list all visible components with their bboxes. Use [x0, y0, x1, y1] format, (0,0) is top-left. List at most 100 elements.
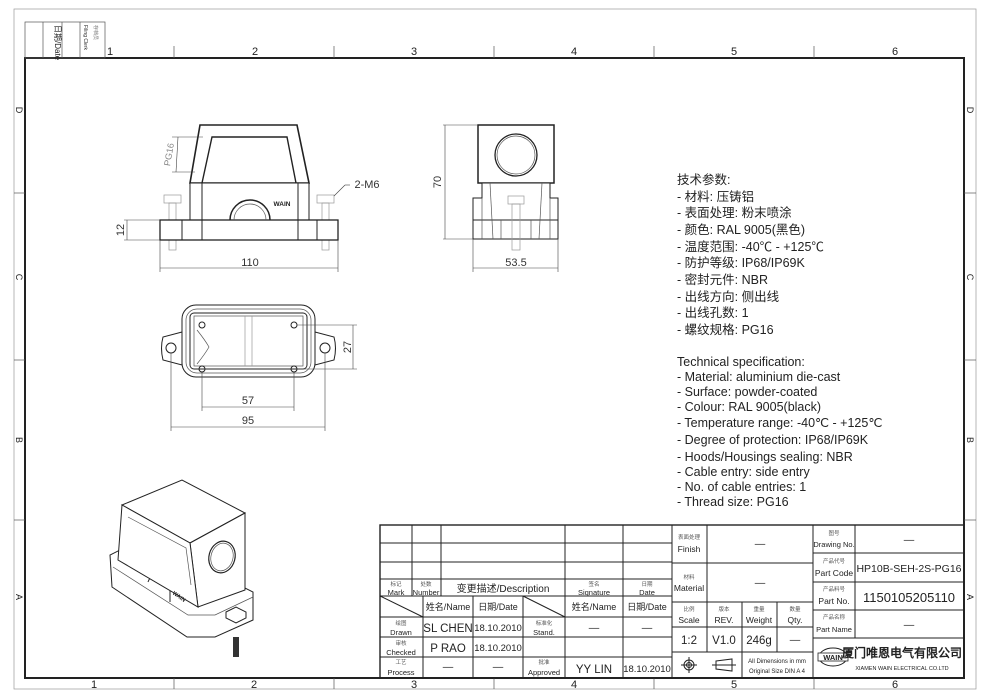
part-name-label-cn: 产品名称	[823, 613, 846, 621]
number-label-en: Number	[413, 588, 440, 597]
size-note: Original Size DIN A 4	[749, 669, 806, 675]
spec-cn-item: - 出线孔数: 1	[677, 305, 749, 320]
spec-en-item: - Degree of protection: IP68/IP69K	[677, 433, 869, 447]
zone-row-d-right: D	[965, 107, 975, 114]
part-code-label-en: Part Code	[815, 568, 854, 578]
taper-symbol-icon	[712, 658, 736, 672]
finish-value: —	[755, 538, 766, 550]
spec-en-item: - Colour: RAL 9005(black)	[677, 400, 821, 414]
zone-col-3-bottom: 3	[411, 679, 417, 691]
spec-en-item: - Material: aluminium die-cast	[677, 370, 841, 384]
spec-cn-item: - 表面处理: 粉末喷涂	[677, 205, 792, 220]
zone-col-2-bottom: 2	[251, 679, 257, 691]
spec-en-item: - Thread size: PG16	[677, 495, 789, 509]
company-logo: WAIN	[817, 647, 849, 667]
scale-label-en: Scale	[678, 615, 700, 625]
zone-col-5-bottom: 5	[731, 679, 737, 691]
spec-en-item: - Hoods/Housings sealing: NBR	[677, 450, 853, 464]
zone-col-6-top: 6	[892, 46, 898, 58]
process-label-en: Process	[387, 668, 414, 677]
drawn-label-cn: 绘图	[395, 619, 407, 627]
number-label-cn: 处数	[420, 580, 432, 588]
zone-col-1-bottom: 1	[91, 679, 97, 691]
technical-specs-en: Technical specification: - Material: alu…	[677, 355, 882, 509]
checked-name: P RAO	[430, 643, 466, 655]
spec-en-item: - No. of cable entries: 1	[677, 480, 806, 494]
scale-label-cn: 比例	[683, 605, 695, 613]
process-date: —	[493, 661, 504, 673]
qty-label-cn: 数量	[789, 605, 801, 613]
drawn-date: 18.10.2010	[474, 623, 522, 634]
weight-label-cn: 重量	[753, 605, 765, 613]
spec-cn-item: - 颜色: RAL 9005(黑色)	[677, 222, 805, 237]
zone-row-d-left: D	[14, 107, 24, 114]
front-view: WAIN 110 12 PG16 2-M6	[115, 124, 380, 272]
mark-label-en: Mark	[388, 588, 405, 597]
filing-clerk-label-cn: 存档员	[92, 25, 99, 40]
zone-col-3-top: 3	[411, 46, 417, 58]
dim-front-width: 110	[241, 257, 259, 269]
outer-frame	[13, 8, 977, 690]
part-name-label-en: Part Name	[816, 625, 852, 634]
date-header: 日期/Date	[478, 602, 518, 612]
rev-label-cn: 版本	[718, 605, 730, 613]
zone-row-b-right: B	[965, 437, 975, 443]
zone-row-c-left: C	[14, 274, 24, 281]
filing-date-label: 日期/Date	[53, 25, 62, 61]
part-code-label-cn: 产品代号	[823, 557, 846, 565]
projection-symbol-icon	[681, 657, 697, 673]
dim-flange-height: 12	[115, 224, 127, 236]
zone-col-5-top: 5	[731, 46, 737, 58]
zone-col-2-top: 2	[252, 46, 258, 58]
stand-name: —	[589, 622, 600, 634]
signature-label-cn: 签名	[588, 580, 599, 588]
zone-col-4-bottom: 4	[571, 679, 577, 691]
title-block	[379, 524, 965, 679]
units-note: All Dimensions in mm	[748, 659, 806, 665]
material-label-en: Material	[674, 583, 704, 593]
weight-value: 246g	[746, 635, 772, 647]
zone-ticks	[14, 46, 976, 689]
zone-row-c-right: C	[965, 274, 975, 281]
zone-col-1-top: 1	[107, 46, 113, 58]
spec-en-item: - Cable entry: side entry	[677, 465, 810, 479]
drawn-name: SL CHEN	[423, 623, 472, 635]
process-label-cn: 工艺	[395, 659, 407, 666]
spec-cn-item: - 温度范围: -40℃ - +125℃	[677, 239, 824, 254]
material-value: —	[755, 577, 766, 589]
weight-label-en: Weight	[746, 615, 773, 625]
zone-col-4-top: 4	[571, 46, 577, 58]
approved-date: 18.10.2010	[623, 664, 671, 675]
company-name-en: XIAMEN WAIN ELECTRICAL CO.LTD	[855, 666, 948, 672]
dim-top-hole-spacing: 57	[242, 395, 254, 407]
approved-name: YY LIN	[576, 664, 612, 676]
spec-cn-item: - 螺纹规格: PG16	[677, 322, 774, 337]
isometric-view: WAIN	[109, 479, 254, 657]
part-no-label-cn: 产品料号	[823, 585, 846, 593]
stand-label-cn: 标准化	[536, 619, 553, 627]
bolt-callout-2-m6: 2-M6	[354, 179, 379, 191]
checked-date: 18.10.2010	[474, 643, 522, 654]
checked-label-en: Checked	[386, 648, 416, 657]
stand-label-en: Stand.	[533, 628, 555, 637]
spec-cn-title: 技术参数:	[677, 172, 730, 187]
material-label-cn: 材料	[683, 573, 695, 581]
spec-en-item: - Temperature range: -40℃ - +125℃	[677, 416, 882, 430]
finish-label-cn: 表面处理	[678, 533, 701, 541]
description-label: 变更描述/Description	[457, 582, 550, 595]
part-name-value: —	[904, 619, 915, 631]
dim-thread-pg16: PG16	[162, 142, 176, 166]
top-view: 27 57 95	[161, 304, 357, 431]
date-label-cn: 日期	[641, 581, 653, 588]
zone-row-b-left: B	[14, 437, 24, 443]
zone-col-6-bottom: 6	[892, 679, 898, 691]
company-name-cn: 厦门唯恩电气有限公司	[842, 645, 962, 660]
spec-cn-item: - 密封元件: NBR	[677, 272, 768, 287]
zone-row-a-left: A	[14, 594, 24, 600]
spec-en-item: - Surface: powder-coated	[677, 385, 817, 399]
approved-label-en: Approved	[528, 668, 560, 677]
dim-side-width: 53.5	[505, 257, 526, 269]
drawing-no-label-en: Drawing No.	[813, 540, 854, 549]
side-view: 70 53.5	[432, 124, 559, 272]
